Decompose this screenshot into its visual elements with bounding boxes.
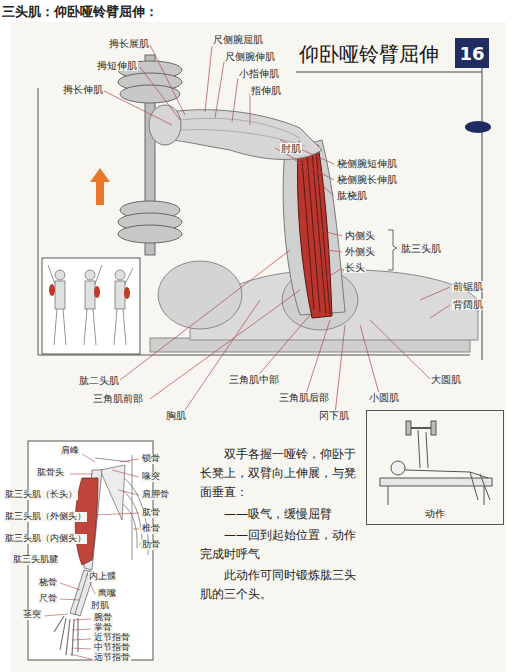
- bone-label: 椎骨: [141, 524, 161, 534]
- page-heading: 仰卧哑铃臂屈伸: [298, 43, 440, 65]
- bone-label: 尺骨: [38, 594, 58, 604]
- description-text: 此动作可同时锻炼肱三头肌的三个头。: [200, 566, 360, 604]
- bone-label: 肋骨: [141, 540, 161, 550]
- muscle-label: 尺侧腕伸肌: [224, 51, 276, 62]
- bone-label: 掌骨: [93, 623, 113, 633]
- action-box: 动作: [366, 410, 504, 525]
- bone-label: 肱三头肌（外侧头）: [4, 512, 87, 522]
- bone-label: 近节指骨: [93, 633, 131, 643]
- muscle-label: 长头: [344, 262, 366, 273]
- muscle-label: 三角肌中部: [228, 374, 280, 385]
- muscle-label: 外侧头: [344, 246, 376, 257]
- muscle-label: 指伸肌: [250, 85, 282, 96]
- bone-label: 桡骨: [38, 578, 58, 588]
- bone-label: 鹰嘴: [97, 589, 117, 599]
- muscle-label: 三角肌后部: [278, 392, 330, 403]
- muscle-label: 肱二头肌: [78, 375, 120, 386]
- bone-label: 肱三头肌腱: [12, 555, 59, 565]
- description-text: ——回到起始位置，动作完成时呼气: [200, 526, 360, 564]
- muscle-label: 内侧头: [344, 230, 376, 241]
- muscle-label: 肱三头肌: [400, 243, 442, 254]
- muscle-label: 大圆肌: [430, 374, 462, 385]
- muscle-label: 三角肌前部: [92, 393, 144, 404]
- muscle-label: 冈下肌: [318, 410, 350, 421]
- bone-label: 远节指骨: [93, 653, 131, 663]
- bone-label: 肩胛骨: [141, 490, 170, 500]
- node-text: 16: [459, 43, 484, 64]
- bone-label: 茎突: [22, 610, 42, 620]
- bone-label: 肩峰: [60, 446, 80, 456]
- muscle-label: 前锯肌: [452, 281, 484, 292]
- node-text: 动作: [425, 507, 445, 521]
- muscle-label: 小圆肌: [368, 392, 400, 403]
- description-text: 双手各握一哑铃，仰卧于长凳上，双臂向上伸展，与凳面垂直：: [200, 445, 360, 503]
- muscle-label: 桡侧腕短伸肌: [336, 158, 398, 169]
- bone-label: 肱三头肌（长头）: [4, 490, 78, 500]
- muscle-label: 肱桡肌: [336, 190, 368, 201]
- muscle-label: 小指伸肌: [238, 68, 280, 79]
- muscle-label: 背阔肌: [452, 299, 484, 310]
- bone-label: 腕骨: [93, 613, 113, 623]
- muscle-label: 拇长展肌: [108, 38, 150, 49]
- bone-label: 肘肌: [90, 601, 110, 611]
- bone-label: 中节指骨: [93, 643, 131, 653]
- muscle-label: 肘肌: [280, 143, 302, 154]
- muscle-label: 桡侧腕长伸肌: [336, 174, 398, 185]
- muscle-label: 胸肌: [165, 410, 187, 421]
- bone-label: 肱骨头: [36, 468, 65, 478]
- muscle-label: 拇短伸肌: [96, 60, 138, 71]
- muscle-label: 尺侧腕屈肌: [212, 34, 264, 45]
- page-title: 三头肌：仰卧哑铃臂屈伸：: [2, 3, 158, 21]
- bone-label: 锁骨: [141, 454, 161, 464]
- description-text: ——吸气，缓慢屈臂: [200, 505, 360, 524]
- muscle-label: 拇长伸肌: [62, 84, 104, 95]
- page-badge: 16: [455, 38, 489, 68]
- bone-label: 肱三头肌（内侧头）: [4, 534, 87, 544]
- bone-label: 喙突: [141, 472, 161, 482]
- bone-label: 内上髁: [88, 572, 117, 582]
- bone-label: 肱骨: [141, 508, 161, 518]
